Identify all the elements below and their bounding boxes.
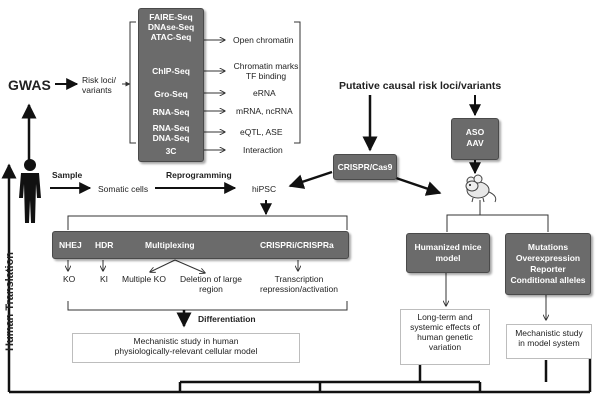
mutations-box: Mutations Overexpression Reporter Condit… — [505, 233, 591, 295]
open-chromatin-label: Open chromatin — [233, 35, 294, 45]
gwas-label: GWAS — [8, 77, 51, 93]
reprogramming-label: Reprogramming — [166, 170, 232, 180]
human-figure-icon — [19, 159, 41, 223]
interaction-label: Interaction — [243, 145, 283, 155]
multiple-ko-label: Multiple KO — [122, 274, 166, 284]
erna-label: eRNA — [253, 88, 276, 98]
somatic-cells-label: Somatic cells — [98, 184, 149, 194]
mrna-label: mRNA, ncRNA — [236, 106, 293, 116]
nhej-label: NHEJ — [59, 240, 82, 250]
crispr-cas9-box: CRISPR/Cas9 — [333, 154, 397, 180]
hdr-label: HDR — [95, 240, 114, 250]
ko-label: KO — [63, 274, 76, 284]
ki-label: KI — [100, 274, 109, 284]
rna-seq-label: RNA-Seq — [152, 107, 190, 117]
3c-label: 3C — [165, 146, 177, 156]
hipsc-label: hiPSC — [252, 184, 277, 194]
crispri-crispra-label: CRISPRi/CRISPRa — [260, 240, 334, 250]
differentiation-label: Differentiation — [198, 314, 256, 324]
editing-methods-bar: NHEJ HDR Multiplexing CRISPRi/CRISPRa — [52, 231, 349, 259]
sample-label: Sample — [52, 170, 83, 180]
risk-loci-label: Risk loci/variants — [82, 75, 117, 95]
mouse-icon — [465, 174, 497, 203]
gro-seq-label: Gro-Seq — [154, 89, 188, 99]
human-translation-label: Human Translation — [4, 251, 16, 351]
putative-causal-label: Putative causal risk loci/variants — [339, 80, 502, 92]
eqtl-label: eQTL, ASE — [240, 127, 283, 137]
multiplexing-label: Multiplexing — [145, 240, 195, 250]
chip-seq-label: ChIP-Seq — [152, 66, 190, 76]
